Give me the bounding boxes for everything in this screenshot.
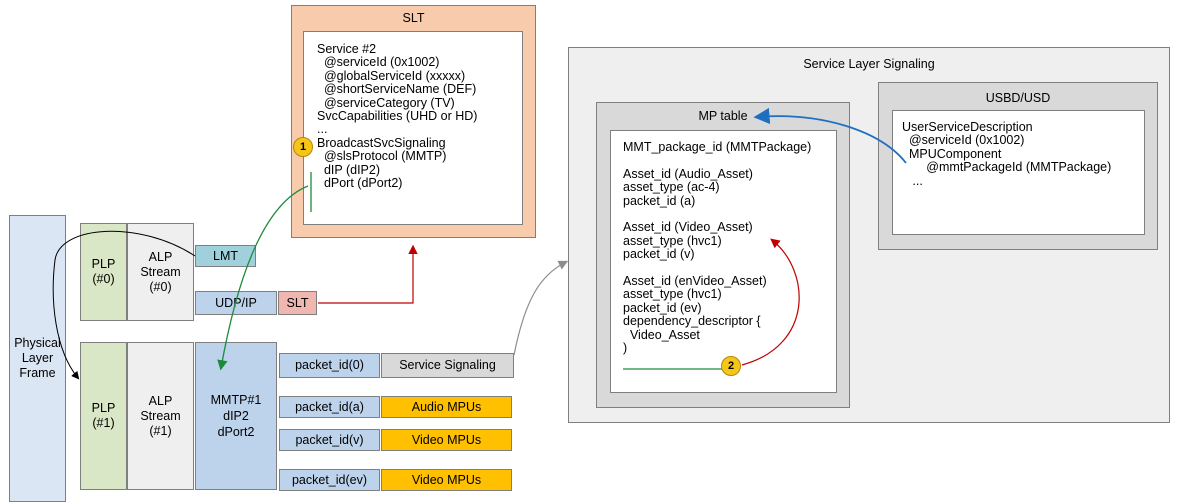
slt-content: Service #2 @serviceId (0x1002) @globalSe… — [303, 31, 523, 225]
usbd-line: ... — [902, 173, 923, 188]
audio-mpus-label: Audio MPUs — [411, 399, 482, 414]
mp-table-line: Video_Asset — [623, 327, 700, 342]
badge-1: 1 — [293, 137, 313, 157]
service-signaling-to-sls-arrow — [513, 260, 569, 356]
plp-1: PLP (#1) — [80, 342, 127, 490]
mp-table-line: packet_id (ev) — [623, 300, 702, 315]
mp-table-line: asset_type (hvc1) — [623, 233, 722, 248]
mp-table-line: asset_type (hvc1) — [623, 287, 722, 302]
alp-stream-1-label: ALP Stream (#1) — [140, 393, 181, 438]
usbd-content: UserServiceDescription @serviceId (0x100… — [892, 110, 1145, 235]
video-mpus-box: Video MPUs — [381, 429, 512, 451]
enhanced-video-mpus-box: Video MPUs — [381, 469, 512, 491]
mp-table-line: MMT_package_id (MMTPackage) — [623, 140, 812, 154]
plp-1-label: PLP (#1) — [91, 401, 116, 430]
mp-table-content: MMT_package_id (MMTPackage) Asset_id (Au… — [610, 130, 837, 393]
video-mpus-label: Video MPUs — [411, 432, 482, 447]
usbd-line: @mmtPackageId (MMTPackage) — [902, 160, 1112, 175]
slt-line: @shortServiceName (DEF) — [317, 82, 477, 97]
mp-table-line — [623, 208, 811, 221]
service-signaling-box: Service Signaling — [381, 353, 514, 378]
mp-table-line: ) — [623, 341, 628, 356]
packet-id-v-label: packet_id(v) — [295, 432, 364, 447]
slt-line: ... — [317, 122, 328, 137]
slt-line: @globalServiceId (xxxxx) — [317, 68, 466, 83]
slt-line: @slsProtocol (MMTP) — [317, 149, 447, 164]
slt-small-box: SLT — [278, 291, 317, 315]
alp-stream-0-label: ALP Stream (#0) — [140, 249, 181, 294]
slt-line: @serviceId (0x1002) — [317, 55, 440, 70]
plp-0: PLP (#0) — [80, 223, 127, 321]
slt-title: SLT — [402, 11, 425, 25]
packet-id-v: packet_id(v) — [279, 429, 380, 451]
packet-id-ev-label: packet_id(ev) — [291, 472, 368, 487]
usbd-line: MPUComponent — [902, 146, 1002, 161]
mp-table-line: packet_id (v) — [623, 247, 695, 262]
mp-table-line — [623, 154, 811, 167]
plp-0-label: PLP (#0) — [91, 257, 116, 286]
slt-content-text: Service #2 @serviceId (0x1002) @globalSe… — [317, 42, 478, 191]
mp-table-line: dependency_descriptor { — [623, 314, 761, 329]
packet-id-0: packet_id(0) — [279, 353, 380, 378]
slt-line: SvcCapabilities (UHD or HD) — [317, 109, 478, 124]
usbd-usd: USBD/USD UserServiceDescription @service… — [878, 82, 1158, 250]
packet-id-ev: packet_id(ev) — [279, 469, 380, 491]
usbd-line: @serviceId (0x1002) — [902, 133, 1025, 148]
packet-id-a-label: packet_id(a) — [295, 399, 364, 414]
mmtp-label: MMTP#1 dIP2 dPort2 — [210, 392, 262, 440]
usbd-title: USBD/USD — [985, 91, 1051, 105]
usbd-content-text: UserServiceDescription @serviceId (0x100… — [902, 120, 1112, 188]
lmt-box: LMT — [195, 245, 256, 267]
physical-layer-frame: Physical Layer Frame — [9, 215, 66, 502]
mp-table-line: packet_id (a) — [623, 193, 696, 208]
alp-stream-1: ALP Stream (#1) — [127, 342, 194, 490]
physical-layer-frame-label: Physical Layer Frame — [14, 336, 61, 380]
mp-table-content-text: MMT_package_id (MMTPackage) Asset_id (Au… — [623, 140, 812, 356]
slt-line: @serviceCategory (TV) — [317, 95, 455, 110]
mp-table-title: MP table — [698, 109, 748, 123]
mmtp-box: MMTP#1 dIP2 dPort2 — [195, 342, 277, 490]
mp-table-line — [623, 262, 811, 275]
slt-line: Service #2 — [317, 42, 377, 56]
packet-id-a: packet_id(a) — [279, 396, 380, 418]
mp-table-line: Asset_id (enVideo_Asset) — [623, 274, 767, 289]
slt-line: dIP (dIP2) — [317, 162, 380, 177]
alp-stream-0: ALP Stream (#0) — [127, 223, 194, 321]
audio-mpus-box: Audio MPUs — [381, 396, 512, 418]
sls-title: Service Layer Signaling — [803, 57, 935, 71]
service-signaling-label: Service Signaling — [399, 358, 496, 372]
slt-line: BroadcastSvcSignaling — [317, 135, 446, 150]
mp-table-line: asset_type (ac-4) — [623, 180, 720, 195]
badge-2: 2 — [721, 356, 741, 376]
udp-ip-label: UDP/IP — [215, 295, 257, 310]
enhanced-video-mpus-label: Video MPUs — [411, 472, 482, 487]
slt-small-label: SLT — [286, 295, 309, 310]
lmt-label: LMT — [213, 248, 238, 263]
packet-id-0-label: packet_id(0) — [295, 358, 364, 372]
slt-table: SLT Service #2 @serviceId (0x1002) @glob… — [291, 5, 536, 238]
slt-to-slt-table-arrow — [318, 244, 418, 304]
slt-line: dPort (dPort2) — [317, 176, 403, 191]
mp-table-line: Asset_id (Video_Asset) — [623, 220, 753, 235]
udp-ip-box: UDP/IP — [195, 291, 277, 315]
mp-table-line: Asset_id (Audio_Asset) — [623, 166, 753, 181]
usbd-line: UserServiceDescription — [902, 120, 1033, 134]
